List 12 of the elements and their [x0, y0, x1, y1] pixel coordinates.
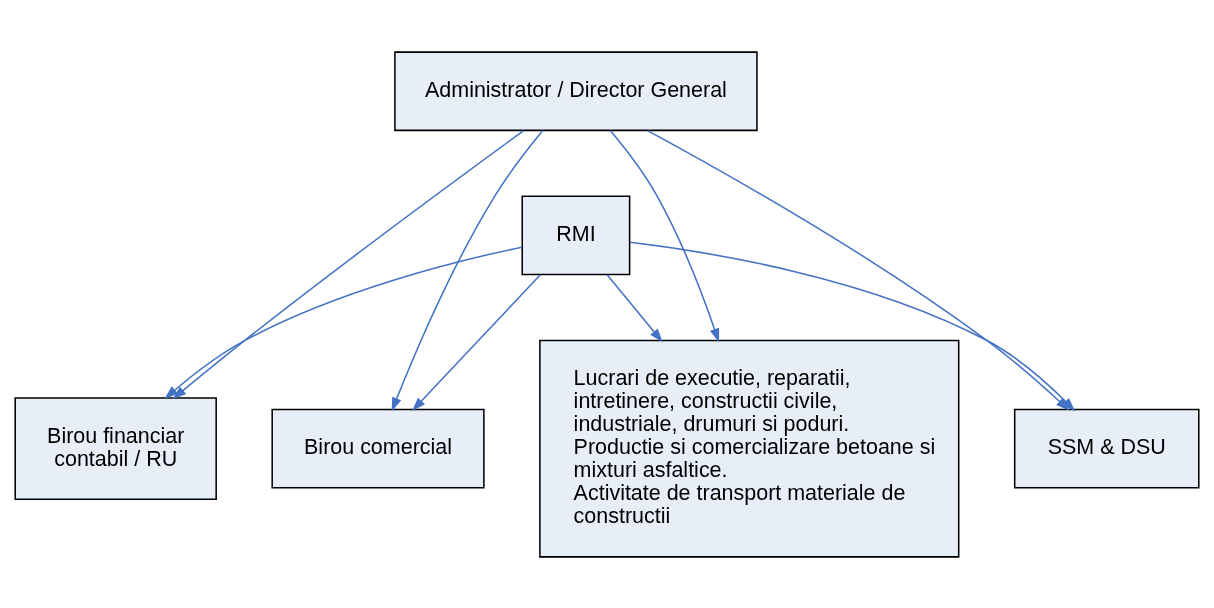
arrow — [164, 245, 523, 399]
node-box: Lucrari de executie, reparatii, intretinere, constructii civile, industriale, drumuri si poduri. Productie si comercializare betoane si mixturi asfaltice. Activitate de transport materiale de constructii — [539, 339, 960, 558]
arrow — [391, 129, 544, 411]
node-box: Administrator / Director General — [394, 50, 758, 131]
arrow — [412, 273, 541, 411]
node-box: SSM & DSU — [1013, 408, 1200, 489]
arrow — [606, 273, 663, 342]
arrow — [609, 129, 720, 342]
node-box: RMI — [521, 195, 631, 275]
arrow — [172, 129, 525, 399]
node-box: Birou financiar contabil / RU — [14, 396, 217, 500]
node-box: Birou comercial — [271, 408, 485, 489]
